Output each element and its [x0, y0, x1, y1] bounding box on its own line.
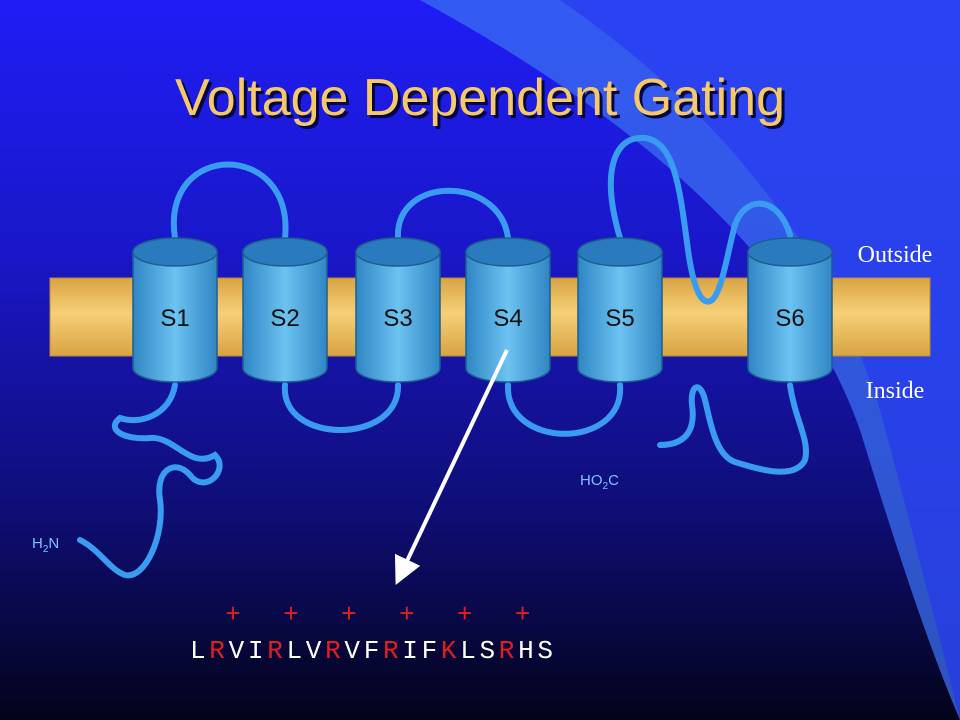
segment-label-s4: S4	[493, 305, 522, 332]
residue: V	[306, 636, 322, 666]
segment-label-s5: S5	[605, 305, 634, 332]
background-swoosh-inner	[560, 0, 960, 720]
loop-s5-pore	[607, 134, 715, 305]
residue: R	[209, 636, 225, 666]
residue: I	[248, 636, 264, 666]
charge-plus: +	[341, 600, 357, 630]
segment-label-s2: S2	[270, 305, 299, 332]
residue: L	[460, 636, 476, 666]
charge-plus: +	[225, 600, 241, 630]
charge-plus: +	[283, 600, 299, 630]
residue: H	[518, 636, 534, 666]
segment-label-s3: S3	[383, 305, 412, 332]
residue: I	[402, 636, 418, 666]
residue: R	[325, 636, 341, 666]
loop-s3-s4	[394, 187, 511, 241]
loop-s2-s3	[281, 382, 402, 433]
residue: L	[287, 636, 303, 666]
charge-row: + + + + + +	[225, 600, 530, 630]
n-terminal-tail	[77, 382, 223, 579]
charge-plus: +	[399, 600, 415, 630]
helix-s2: S2	[242, 237, 328, 383]
c-terminus-label: HO2C	[580, 472, 619, 492]
charge-plus: +	[457, 600, 473, 630]
intracellular-loops	[77, 382, 809, 579]
s4-sequence-arrow	[394, 349, 509, 586]
residue: R	[383, 636, 399, 666]
residue: V	[229, 636, 245, 666]
outside-label: Outside	[858, 242, 933, 268]
svg-text:Voltage Dependent Gating: Voltage Dependent Gating	[178, 72, 788, 130]
loop-s4-s5	[504, 382, 624, 437]
residue: S	[537, 636, 553, 666]
helix-s1: S1	[132, 237, 218, 383]
helix-s5: S5	[577, 237, 663, 383]
residue: F	[422, 636, 438, 666]
inside-label: Inside	[866, 378, 925, 404]
loop-pore-s6	[709, 200, 793, 303]
residue: V	[344, 636, 360, 666]
helix-s4: S4	[465, 237, 551, 383]
segment-label-s6: S6	[775, 305, 804, 332]
extracellular-loops	[170, 134, 793, 305]
residue: K	[441, 636, 457, 666]
residue: S	[480, 636, 496, 666]
segment-label-s1: S1	[160, 305, 189, 332]
slide-title: Voltage Dependent Gating Voltage Depende…	[175, 69, 788, 130]
charge-plus: +	[515, 600, 531, 630]
residue: F	[364, 636, 380, 666]
loop-s1-s2	[170, 161, 289, 241]
residue: R	[499, 636, 515, 666]
residue: R	[267, 636, 283, 666]
svg-text:Voltage Dependent Gating: Voltage Dependent Gating	[175, 69, 785, 127]
helix-s3: S3	[355, 237, 441, 383]
helix-s6: S6	[747, 237, 833, 383]
c-terminal-tail	[657, 382, 809, 475]
n-terminus-label: H2N	[32, 535, 59, 555]
residue: L	[190, 636, 206, 666]
